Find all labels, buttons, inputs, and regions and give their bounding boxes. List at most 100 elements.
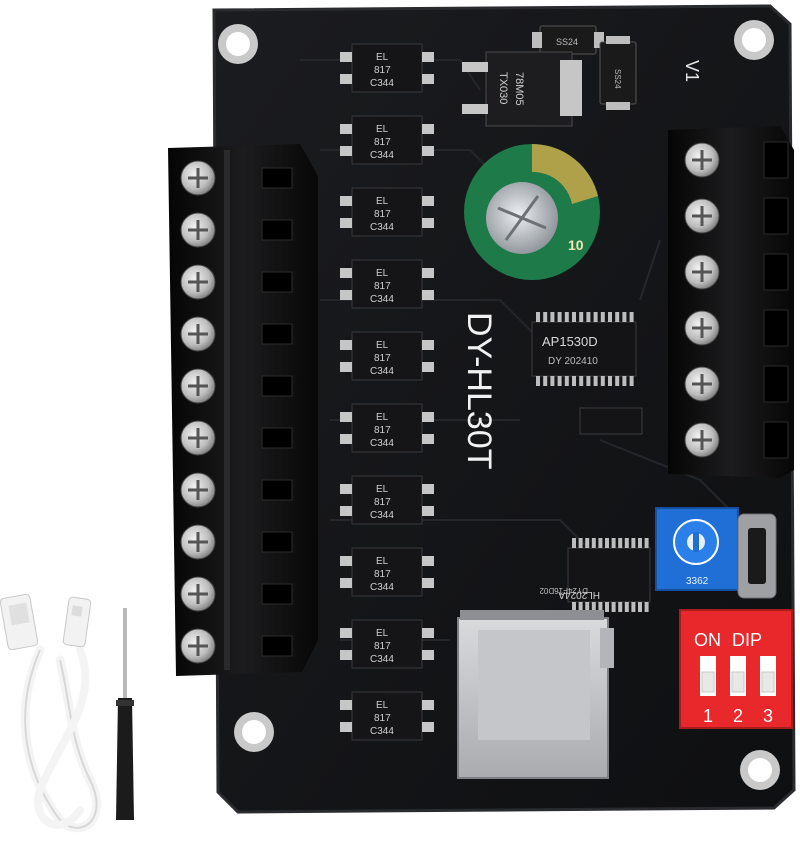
optocoupler-line3: C344 (370, 366, 394, 377)
mounting-hole-top-left (218, 24, 258, 64)
terminal-screw[interactable] (180, 472, 216, 508)
terminal-slot (763, 141, 789, 179)
left-terminal-block (168, 144, 318, 676)
dip-toggle-3[interactable]: 3 (760, 656, 776, 726)
dip-position-label: 1 (703, 706, 713, 726)
optocoupler-line2: 817 (374, 137, 391, 148)
optocoupler-line1: EL (376, 412, 389, 423)
optocoupler-line2: 817 (374, 497, 391, 508)
model-label: DY-HL30T (460, 312, 498, 469)
voltage-regulator: 78M05 TX030 (462, 51, 582, 127)
regulator-name: 78M05 (513, 72, 525, 106)
optocoupler-line3: C344 (370, 222, 394, 233)
dip-on-label: ON (694, 630, 721, 650)
terminal-screw[interactable] (684, 198, 720, 234)
optocoupler-line2: 817 (374, 209, 391, 220)
potentiometer[interactable]: 3362 (655, 507, 739, 591)
regulator-code: TX030 (497, 72, 509, 104)
mounting-hole-bottom-right (740, 750, 780, 790)
terminal-screw[interactable] (180, 368, 216, 404)
usb-cable-icon (0, 593, 101, 833)
terminal-screw[interactable] (684, 142, 720, 178)
terminal-slot (261, 323, 293, 345)
optocoupler-line3: C344 (370, 78, 394, 89)
terminal-screw[interactable] (180, 316, 216, 352)
optocoupler-line1: EL (376, 124, 389, 135)
terminal-slot (763, 253, 789, 291)
terminal-slot (261, 375, 293, 397)
capacitor: 10 (464, 144, 600, 280)
dip-toggle-1[interactable]: 1 (700, 656, 716, 726)
dip-position-label: 3 (763, 706, 773, 726)
terminal-screw[interactable] (180, 628, 216, 664)
terminal-screw[interactable] (180, 524, 216, 560)
optocoupler-line3: C344 (370, 654, 394, 665)
terminal-slot (261, 271, 293, 293)
optocoupler-line3: C344 (370, 438, 394, 449)
mcu-chip-code: DY24F16D02 (539, 586, 588, 595)
mounting-holes (218, 20, 780, 790)
optocoupler-line3: C344 (370, 150, 394, 161)
optocoupler-line2: 817 (374, 353, 391, 364)
version-label: V1 (682, 60, 702, 82)
terminal-slot (261, 635, 293, 657)
optocoupler-line1: EL (376, 484, 389, 495)
capacitor-label: 10 (568, 237, 584, 253)
diode-1-label: SS24 (556, 37, 578, 47)
optocoupler-line1: EL (376, 196, 389, 207)
optocoupler-line2: 817 (374, 425, 391, 436)
optocoupler-line2: 817 (374, 713, 391, 724)
dip-toggle-2[interactable]: 2 (730, 656, 746, 726)
terminal-screw[interactable] (180, 264, 216, 300)
optocoupler-line3: C344 (370, 582, 394, 593)
small-ic (579, 407, 643, 435)
screwdriver-icon (116, 608, 134, 820)
terminal-screw[interactable] (180, 576, 216, 612)
terminal-screw[interactable] (684, 366, 720, 402)
optocoupler-line2: 817 (374, 569, 391, 580)
optocoupler-line2: 817 (374, 281, 391, 292)
optocoupler-line1: EL (376, 268, 389, 279)
terminal-screw[interactable] (684, 254, 720, 290)
right-terminal-block (668, 126, 794, 478)
amp-chip-code: DY 202410 (548, 356, 598, 367)
diode-2: SS24 (599, 36, 637, 110)
terminal-screw[interactable] (684, 422, 720, 458)
mounting-hole-bottom-left (234, 712, 274, 752)
optocoupler-line3: C344 (370, 294, 394, 305)
terminal-screw[interactable] (684, 310, 720, 346)
terminal-slot (763, 365, 789, 403)
diode-1: SS24 (532, 25, 604, 55)
dip-title-label: DIP (732, 630, 762, 650)
amp-chip-name: AP1530D (542, 334, 598, 349)
usb-port (737, 513, 777, 599)
pot-label: 3362 (686, 576, 709, 587)
terminal-slot (763, 309, 789, 347)
terminal-screw[interactable] (180, 420, 216, 456)
mcu-chip: HL2024A DY24F16D02 (539, 538, 651, 612)
optocoupler-line1: EL (376, 700, 389, 711)
terminal-slot (261, 531, 293, 553)
mcu-chip-name: HL2024A (558, 589, 600, 600)
sd-card-slot (457, 610, 614, 779)
terminal-slot (261, 583, 293, 605)
terminal-screw[interactable] (180, 212, 216, 248)
terminal-slot (763, 197, 789, 235)
optocoupler-line3: C344 (370, 510, 394, 521)
optocoupler-array: EL817C344EL817C344EL817C344EL817C344EL81… (340, 43, 434, 741)
diode-2-label: SS24 (613, 69, 622, 89)
dip-position-label: 2 (733, 706, 743, 726)
terminal-screw[interactable] (180, 160, 216, 196)
optocoupler-line1: EL (376, 628, 389, 639)
